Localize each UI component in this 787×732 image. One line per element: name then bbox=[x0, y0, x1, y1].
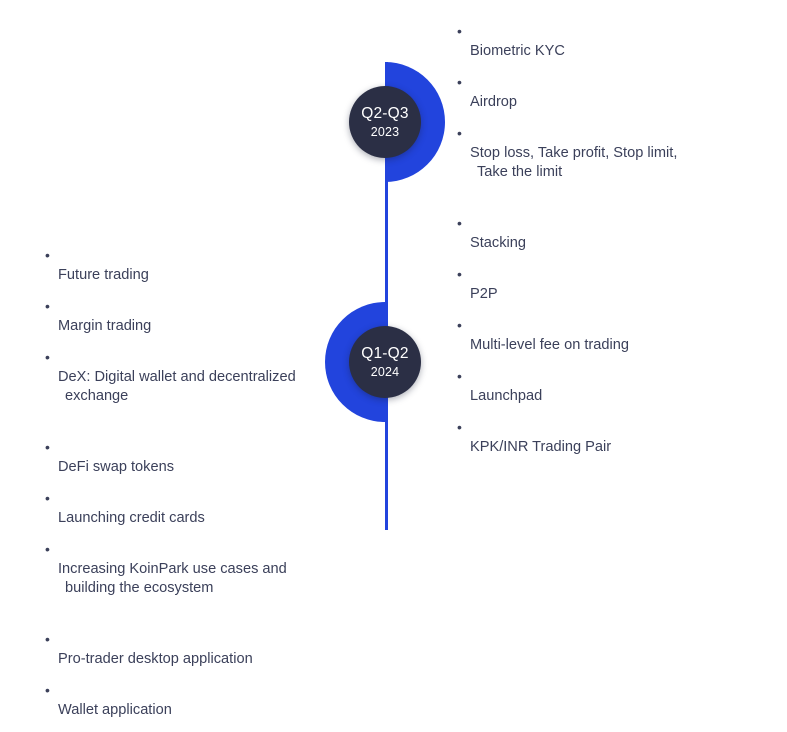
timeline-axis-line bbox=[385, 62, 388, 530]
list-item-text: Future trading bbox=[58, 266, 149, 283]
list-item: Pro-trader desktop application bbox=[45, 630, 365, 669]
list-item: P2P bbox=[457, 265, 757, 304]
roadmap-timeline: Q2-Q3 2023 Q1-Q2 2024 Biometric KYC Aird… bbox=[0, 0, 787, 530]
milestone-feature-list-q1-q2-2024: Future trading Margin trading DeX: Digit… bbox=[45, 246, 365, 732]
list-item: Multi-level fee on trading bbox=[457, 316, 757, 355]
list-item-text: Margin trading bbox=[58, 317, 152, 334]
milestone-node-q2-q3-2023[interactable]: Q2-Q3 2023 bbox=[325, 62, 445, 182]
list-item: Stacking bbox=[457, 214, 757, 253]
list-item-text: Stop loss, Take profit, Stop limit, bbox=[470, 144, 678, 161]
milestone-quarter-label: Q1-Q2 bbox=[361, 344, 409, 362]
list-item-text: Pro-trader desktop application bbox=[58, 650, 253, 667]
list-item: Biometric KYC bbox=[457, 22, 757, 61]
milestone-year-label: 2024 bbox=[370, 365, 400, 379]
list-item-text: Airdrop bbox=[470, 93, 518, 110]
list-item: DeFi swap tokens bbox=[45, 438, 365, 477]
list-item: Launching credit cards bbox=[45, 489, 365, 528]
list-item-text: Biometric KYC bbox=[470, 42, 565, 59]
milestone-feature-list-q2-q3-2023: Biometric KYC Airdrop Stop loss, Take pr… bbox=[457, 22, 757, 469]
list-item-text: Multi-level fee on trading bbox=[470, 336, 629, 353]
list-item-text: Stacking bbox=[470, 234, 526, 251]
list-item-text: Increasing KoinPark use cases and bbox=[58, 560, 287, 577]
list-item: Launchpad bbox=[457, 367, 757, 406]
list-item-text-continuation: building the ecosystem bbox=[65, 580, 214, 596]
list-item-text: DeFi swap tokens bbox=[58, 458, 174, 475]
list-item: DeX: Digital wallet and decentralized ex… bbox=[45, 348, 365, 426]
list-item-text-continuation: exchange bbox=[65, 388, 129, 404]
list-item-text-continuation: Take the limit bbox=[477, 164, 563, 180]
list-item: Stop loss, Take profit, Stop limit, Take… bbox=[457, 124, 757, 202]
list-item-text: DeX: Digital wallet and decentralized bbox=[58, 368, 296, 385]
list-item-text: Launchpad bbox=[470, 387, 543, 404]
list-item-text: Launching credit cards bbox=[58, 509, 205, 526]
milestone-quarter-label: Q2-Q3 bbox=[361, 104, 409, 122]
list-item: Margin trading bbox=[45, 297, 365, 336]
milestone-badge: Q1-Q2 2024 bbox=[349, 326, 421, 398]
list-item-text: P2P bbox=[470, 285, 498, 302]
milestone-badge: Q2-Q3 2023 bbox=[349, 86, 421, 158]
list-item: Airdrop bbox=[457, 73, 757, 112]
list-item-text: Wallet application bbox=[58, 701, 172, 718]
list-item: Increasing KoinPark use cases and buildi… bbox=[45, 540, 365, 618]
list-item: Future trading bbox=[45, 246, 365, 285]
list-item: Wallet application bbox=[45, 681, 365, 720]
list-item: KPK/INR Trading Pair bbox=[457, 418, 757, 457]
milestone-year-label: 2023 bbox=[370, 125, 400, 139]
list-item-text: KPK/INR Trading Pair bbox=[470, 438, 612, 455]
